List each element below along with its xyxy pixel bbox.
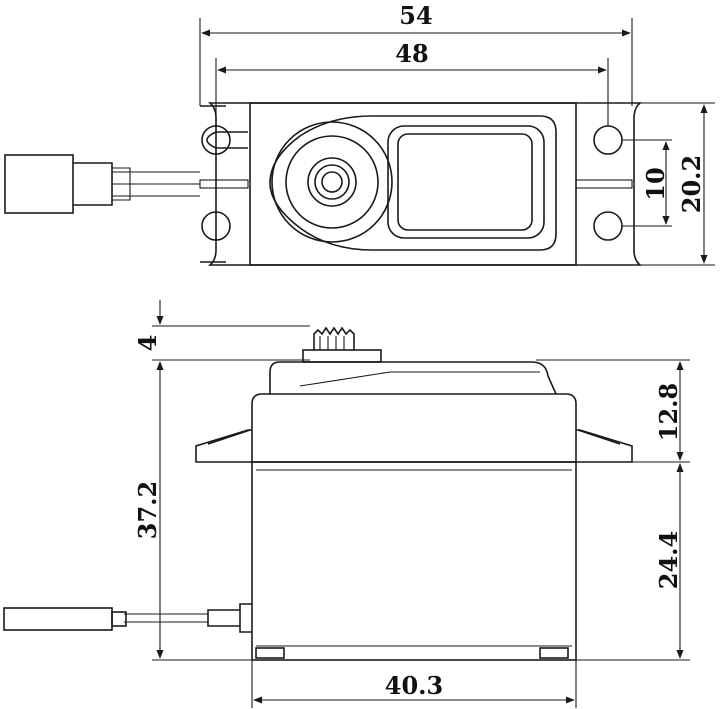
lower-case bbox=[251, 461, 577, 661]
dim-24-4-label: 24.4 bbox=[654, 531, 683, 589]
connector-plug bbox=[4, 154, 200, 214]
label-panel bbox=[397, 133, 533, 231]
mount-hole-right-upper bbox=[593, 125, 623, 155]
dim-20-2-label: 20.2 bbox=[677, 155, 706, 213]
side-view: 4 37.2 12.8 24.4 40.3 bbox=[3, 300, 690, 708]
dim-body-height: 20.2 bbox=[634, 102, 715, 266]
case-flange-body bbox=[251, 393, 577, 463]
mount-hole-left-lower bbox=[201, 211, 231, 241]
dim-10-label: 10 bbox=[641, 167, 670, 200]
dim-upper-height: 12.8 bbox=[536, 359, 690, 463]
mount-ear-left bbox=[195, 429, 252, 463]
upper-case bbox=[269, 361, 557, 395]
dim-4-label: 4 bbox=[133, 335, 162, 352]
mount-hole-right-lower bbox=[593, 211, 623, 241]
servo-cable-connector bbox=[3, 603, 252, 633]
output-spline-side bbox=[302, 326, 382, 363]
dim-total-height: 37.2 bbox=[133, 361, 252, 661]
mount-hole-left-upper bbox=[201, 125, 248, 155]
dim-lower-height: 24.4 bbox=[576, 463, 690, 661]
case-top-outline bbox=[269, 115, 557, 251]
output-spline-top bbox=[271, 121, 393, 243]
dim-hole-vertical: 10 bbox=[622, 139, 672, 227]
dim-overall-width: 54 bbox=[199, 1, 633, 106]
dim-hole-spacing: 48 bbox=[215, 39, 609, 126]
dim-12-8-label: 12.8 bbox=[654, 383, 683, 441]
dim-40-3-label: 40.3 bbox=[385, 671, 443, 700]
dim-spline-height: 4 bbox=[133, 300, 310, 361]
dim-body-width: 40.3 bbox=[251, 660, 577, 708]
dim-48-label: 48 bbox=[395, 39, 428, 68]
dim-37-2-label: 37.2 bbox=[133, 481, 162, 539]
top-view: 54 48 20.2 10 bbox=[4, 1, 715, 266]
mount-ear-right bbox=[576, 429, 633, 463]
servo-body-top bbox=[249, 102, 577, 266]
dim-54-label: 54 bbox=[399, 1, 432, 30]
